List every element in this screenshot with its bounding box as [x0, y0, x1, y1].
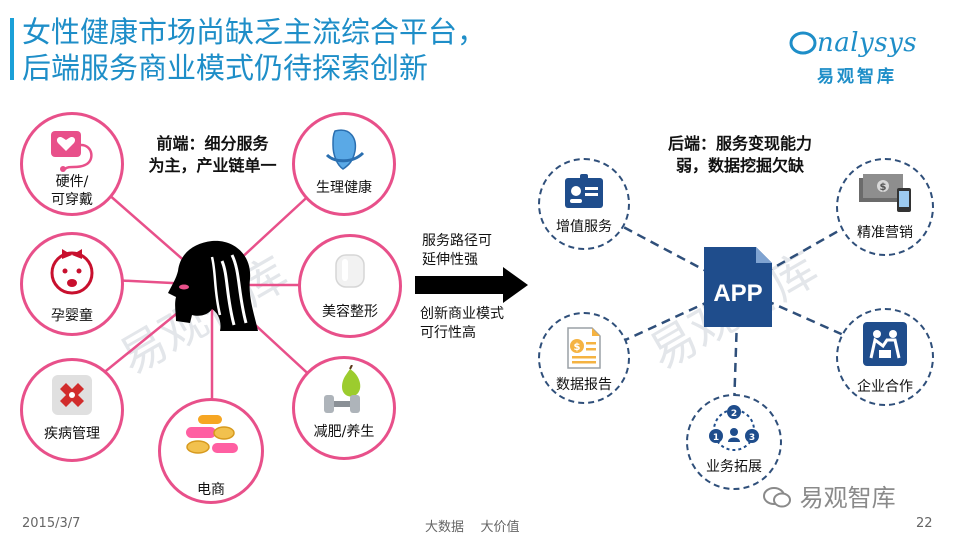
woman-profile-icon — [168, 240, 258, 331]
node-hardware-label-2: 可穿戴 — [51, 192, 93, 208]
logo-text: nalysys — [817, 28, 918, 58]
node-value-added-services: 增值服务 — [538, 158, 630, 250]
title-line-2: 后端服务商业模式仍待探索创新 — [22, 51, 429, 85]
node-data-reports: $ 数据报告 — [538, 312, 630, 404]
node-wellness-label: 减肥/养生 — [313, 424, 375, 440]
backend-heading-line-2: 弱，数据挖掘欠缺 — [675, 156, 804, 175]
logo-subtitle: 易观智库 — [817, 67, 897, 87]
frontend-heading-line-2: 为主，产业链单一 — [148, 156, 277, 175]
baby-face-icon — [50, 249, 94, 295]
node-expansion-label: 业务拓展 — [706, 459, 762, 475]
svg-text:$: $ — [574, 342, 581, 353]
arrow-text-top-line-2: 延伸性强 — [422, 252, 478, 268]
node-maternal-infant: 孕婴童 — [20, 232, 124, 336]
flow-arrow-icon — [415, 267, 528, 303]
frontend-heading-line-1: 前端：细分服务 — [156, 134, 269, 153]
frontend-heading: 前端：细分服务 为主，产业链单一 — [125, 133, 300, 177]
footer-page-number: 22 — [916, 516, 933, 531]
node-beauty-cosmetic: 美容整形 — [298, 234, 402, 338]
wechat-watermark: 易观智库 — [762, 478, 896, 513]
footer-date: 2015/3/7 — [22, 516, 81, 531]
arrow-text-top: 服务路径可 延伸性强 — [422, 232, 492, 270]
network-icon: 2 1 3 — [709, 405, 759, 451]
report-icon: $ — [567, 327, 601, 369]
node-enterprise-cooperation: 企业合作 — [836, 308, 934, 406]
arrow-text-bottom-line-2: 可行性高 — [420, 325, 476, 341]
node-disease-label: 疾病管理 — [44, 426, 100, 442]
cooperation-icon — [863, 322, 907, 366]
wechat-watermark-text: 易观智库 — [799, 484, 896, 512]
backend-heading-line-1: 后端：服务变现能力 — [667, 134, 812, 153]
node-hardware-wearable: 硬件/ 可穿戴 — [20, 112, 124, 216]
node-precision-marketing: $ 精准营销 — [836, 158, 934, 256]
title-accent-bar — [10, 18, 14, 80]
node-value-added-label: 增值服务 — [556, 219, 612, 235]
node-hardware-label-1: 硬件/ — [55, 174, 89, 190]
node-business-expansion: 2 1 3 业务拓展 — [686, 394, 782, 490]
node-marketing-label: 精准营销 — [857, 225, 913, 241]
pills-coins-icon — [186, 415, 238, 454]
node-maternal-label: 孕婴童 — [51, 308, 93, 324]
app-document-icon: APP — [704, 247, 772, 327]
backend-heading: 后端：服务变现能力 弱，数据挖掘欠缺 — [640, 133, 840, 177]
node-disease-management: 疾病管理 — [20, 358, 124, 462]
node-ecommerce-label: 电商 — [197, 482, 225, 498]
sanitary-pad-icon — [325, 129, 365, 170]
arrow-text-top-line-1: 服务路径可 — [422, 233, 492, 249]
footer-slogan: 大数据 大价值 — [425, 520, 520, 535]
medical-cross-icon — [52, 375, 92, 415]
page-title: 女性健康市场尚缺乏主流综合平台， 后端服务商业模式仍待探索创新 — [22, 14, 486, 86]
title-line-1: 女性健康市场尚缺乏主流综合平台， — [22, 15, 487, 49]
id-card-icon — [565, 174, 603, 208]
wechat-icon — [763, 487, 791, 508]
step-1-label: 1 — [713, 433, 719, 443]
app-label: APP — [713, 280, 762, 307]
node-physiological-health: 生理健康 — [292, 112, 396, 216]
beauty-jar-icon — [335, 254, 365, 288]
arrow-text-bottom: 创新商业模式 可行性高 — [420, 305, 504, 343]
node-physiological-label: 生理健康 — [316, 180, 372, 196]
dumbbell-pear-icon — [324, 365, 361, 413]
logo-a-icon — [789, 31, 817, 55]
node-cooperation-label: 企业合作 — [857, 379, 913, 395]
arrow-text-bottom-line-1: 创新商业模式 — [420, 306, 504, 322]
money-phone-icon: $ — [859, 174, 911, 212]
node-weight-loss-wellness: 减肥/养生 — [292, 356, 396, 460]
heart-monitor-icon — [51, 131, 93, 172]
step-2-label: 2 — [731, 409, 737, 419]
step-3-label: 3 — [749, 433, 755, 443]
svg-text:$: $ — [880, 182, 887, 193]
analysys-logo: nalysys 易观智库 — [789, 28, 943, 88]
node-beauty-label: 美容整形 — [322, 304, 378, 320]
node-ecommerce: 电商 — [158, 398, 264, 504]
node-reports-label: 数据报告 — [556, 377, 612, 393]
